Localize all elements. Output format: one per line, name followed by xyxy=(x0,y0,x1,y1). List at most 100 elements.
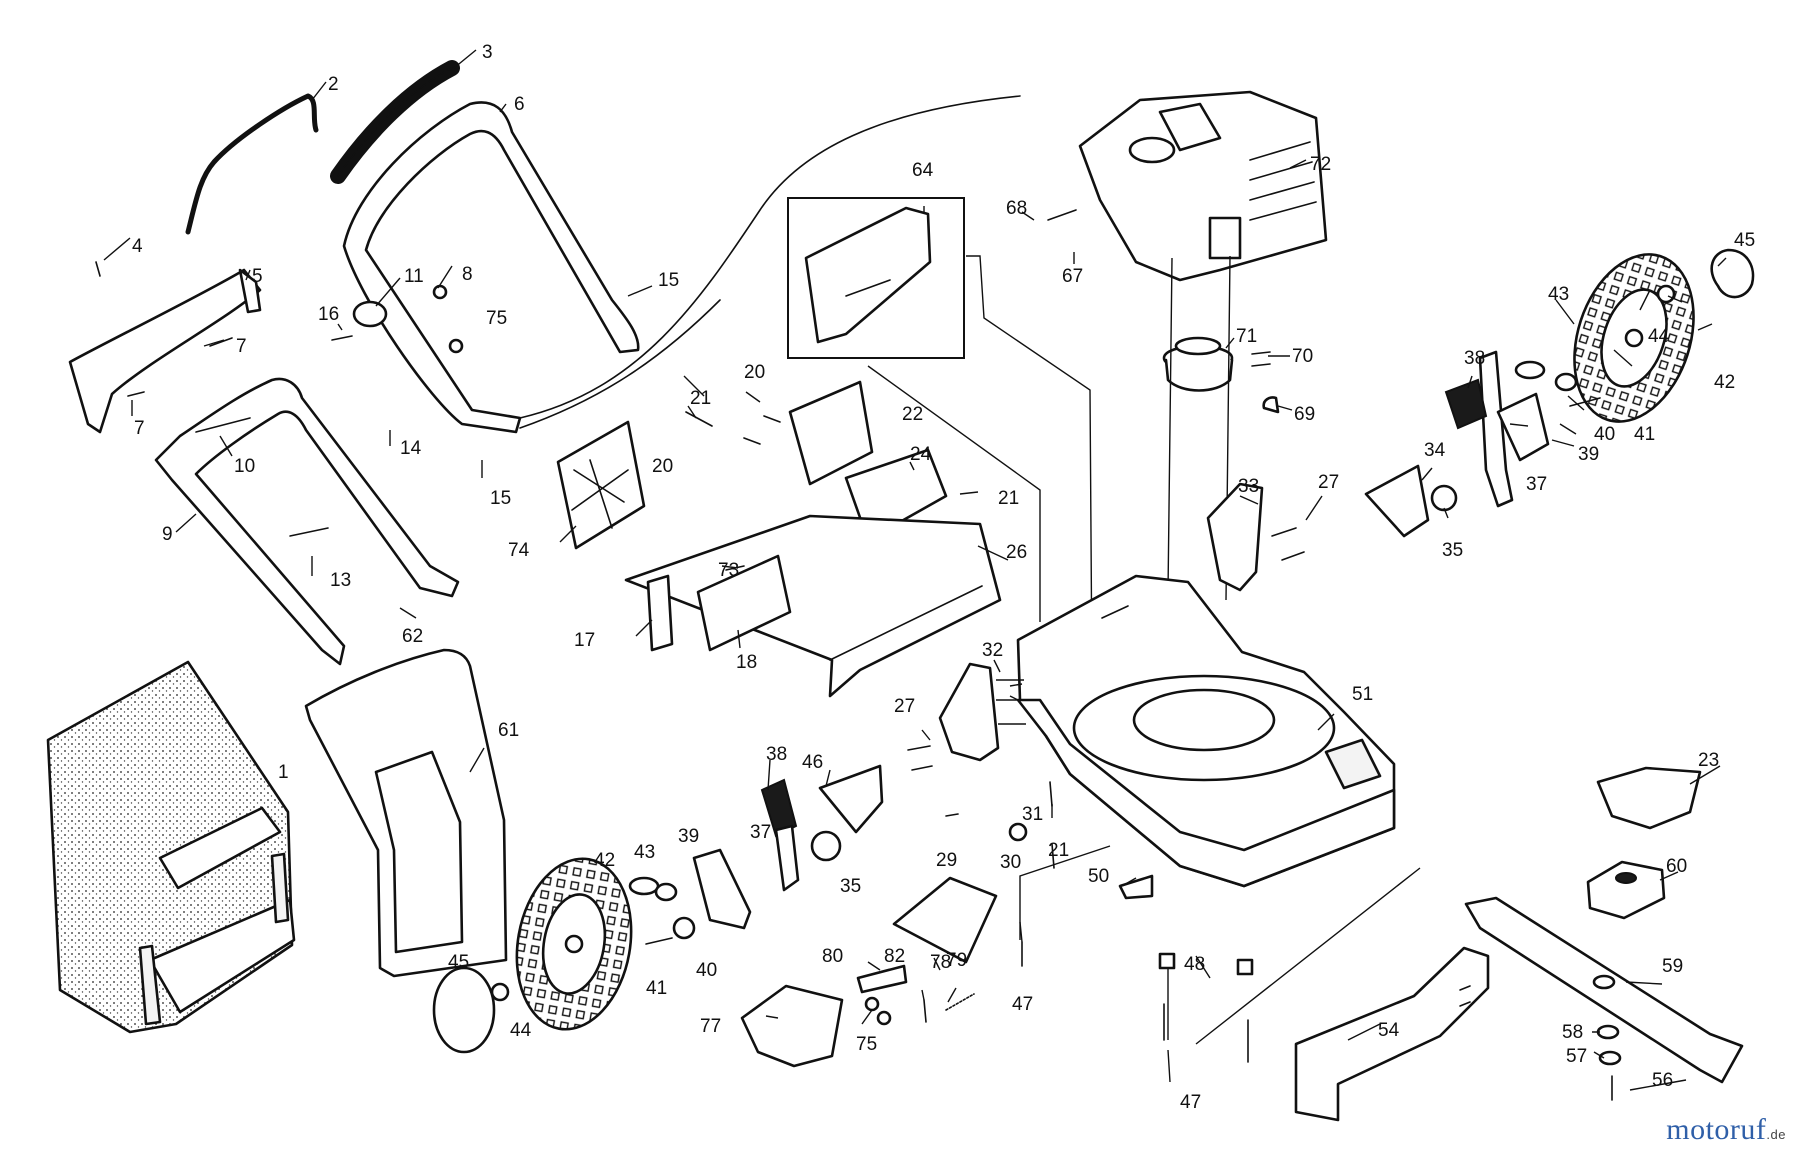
callout: 67 xyxy=(1062,266,1083,287)
callout: 13 xyxy=(330,570,351,591)
callout: 54 xyxy=(1378,1020,1400,1041)
bracket-80 xyxy=(856,964,908,994)
hubcap-right xyxy=(1710,248,1755,299)
catcher-frame-top xyxy=(68,261,262,434)
callout: 75 xyxy=(856,1034,877,1055)
hinge-bracket-18 xyxy=(696,554,792,652)
callout: 61 xyxy=(498,720,519,741)
callout: 33 xyxy=(1238,476,1259,497)
callout: 27 xyxy=(894,696,915,717)
mulch-plug-cover xyxy=(892,876,998,964)
callout: 15 xyxy=(490,488,511,509)
callout: 58 xyxy=(1562,1022,1583,1043)
callout: 51 xyxy=(1352,684,1373,705)
deflector-plate xyxy=(788,380,874,486)
callout: 41 xyxy=(646,978,667,999)
callout: 47 xyxy=(1180,1092,1201,1113)
height-lever-left xyxy=(774,824,800,892)
wheel-bracket-left xyxy=(938,662,1000,762)
callout: 72 xyxy=(1310,154,1331,175)
callout: 56 xyxy=(1652,1070,1673,1091)
lower-handle xyxy=(154,377,460,666)
wheel-bracket-right xyxy=(1206,482,1264,592)
callout: 37 xyxy=(750,822,771,843)
height-adjuster-right xyxy=(1364,464,1430,538)
axle-bracket-left xyxy=(692,848,752,930)
callout: 73 xyxy=(718,560,739,581)
callout: 38 xyxy=(766,744,787,765)
callout: 40 xyxy=(696,960,717,981)
callout: 42 xyxy=(594,850,615,871)
callout: 8 xyxy=(462,264,473,285)
catcher-frame xyxy=(304,648,508,978)
spacer-35-left xyxy=(810,830,842,862)
mulching-plate xyxy=(1294,946,1490,1122)
watermark-brand: motoruf xyxy=(1666,1113,1767,1146)
handle-knob xyxy=(352,300,388,328)
callout-leaders xyxy=(103,49,1727,1091)
callout: 40 xyxy=(1594,424,1615,445)
callout: 6 xyxy=(514,94,525,115)
blade-adapter-pulley xyxy=(1162,336,1234,392)
washer-58 xyxy=(1596,1024,1620,1040)
callout: 37 xyxy=(1526,474,1547,495)
rear-wheel-right xyxy=(1573,253,1695,423)
callout: 11 xyxy=(404,266,424,287)
watermark-suffix: .de xyxy=(1766,1127,1786,1142)
callout: 62 xyxy=(402,626,423,647)
callout: 45 xyxy=(448,952,469,973)
callout: 14 xyxy=(400,438,422,459)
callout: 24 xyxy=(910,444,932,465)
callout: 21 xyxy=(1048,840,1069,861)
blade-baffle xyxy=(1596,766,1702,830)
callout-labels: 1 2 3 4 5 6 7 7 8 9 10 11 13 14 15 15 16… xyxy=(132,42,1755,1113)
mower-deck xyxy=(1016,574,1396,888)
watermark-logo: motoruf.de xyxy=(1666,1113,1786,1147)
spring-79 xyxy=(945,993,975,1011)
callout: 27 xyxy=(1318,472,1339,493)
callout: 2 xyxy=(328,74,339,95)
hubcap-left xyxy=(432,966,496,1054)
height-adjuster-left xyxy=(818,764,884,834)
callout: 75 xyxy=(486,308,507,329)
rear-flap-box xyxy=(787,197,965,359)
callout: 43 xyxy=(1548,284,1569,305)
callout: 57 xyxy=(1566,1046,1587,1067)
callout: 32 xyxy=(982,640,1003,661)
callout: 60 xyxy=(1666,856,1687,877)
warning-decal xyxy=(556,420,646,550)
callout: 34 xyxy=(1424,440,1446,461)
discharge-clip xyxy=(1118,874,1154,900)
control-cable xyxy=(519,95,1021,429)
mulch-plug xyxy=(740,984,844,1068)
callout: 15 xyxy=(658,270,679,291)
operator-bail xyxy=(185,93,319,235)
callout: 41 xyxy=(1634,424,1655,445)
callout: 77 xyxy=(700,1016,721,1037)
washer-57 xyxy=(1598,1050,1622,1066)
grass-catcher-bag xyxy=(46,660,296,1034)
callout: 3 xyxy=(482,42,493,63)
callout: 50 xyxy=(1088,866,1109,887)
callout: 46 xyxy=(802,752,823,773)
height-lever-right xyxy=(1478,350,1514,508)
callout: 35 xyxy=(840,876,861,897)
callout: 45 xyxy=(1734,230,1755,251)
hinge-bracket-17 xyxy=(646,574,674,652)
callout: 20 xyxy=(744,362,765,383)
callout: 5 xyxy=(252,266,263,287)
callout: 44 xyxy=(510,1020,532,1041)
callout: 39 xyxy=(1578,444,1599,465)
callout: 7 xyxy=(236,336,247,357)
callout: 39 xyxy=(678,826,699,847)
callout: 26 xyxy=(1006,542,1027,563)
callout: 4 xyxy=(132,236,143,257)
upper-handle xyxy=(342,101,640,434)
callout: 20 xyxy=(652,456,673,477)
callout: 48 xyxy=(1184,954,1205,975)
rear-flap xyxy=(804,206,932,344)
callout: 78 xyxy=(930,952,951,973)
callout: 42 xyxy=(1714,372,1735,393)
callout: 7 xyxy=(134,418,145,439)
